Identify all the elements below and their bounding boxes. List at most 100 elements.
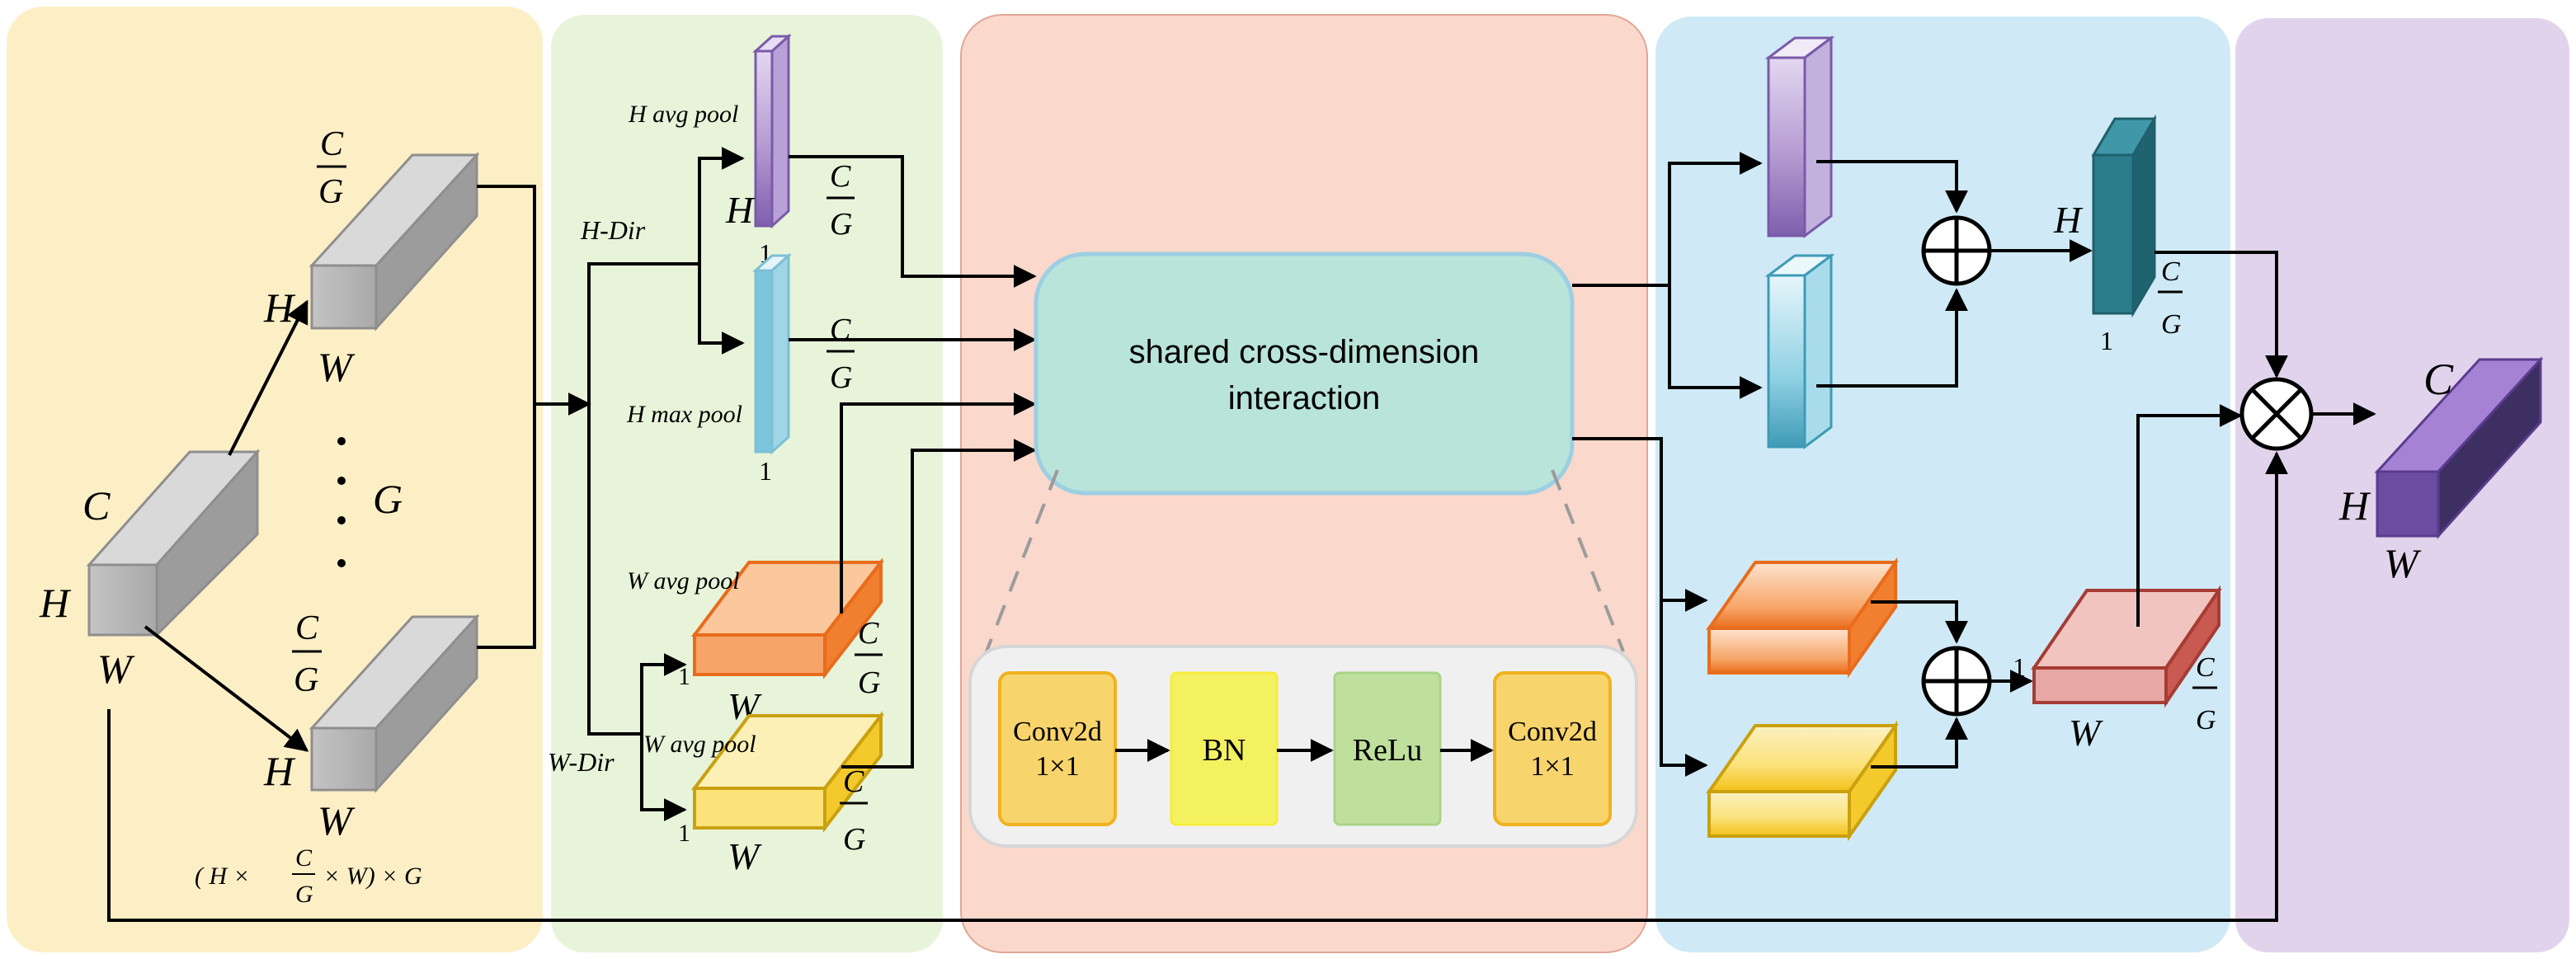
skip-connection xyxy=(107,451,2288,922)
h-avg-pool-g: G xyxy=(830,207,852,242)
groups-g-label: G xyxy=(373,476,403,522)
input-w-label: W xyxy=(97,646,135,692)
edge xyxy=(841,439,1037,769)
w-avg-pool-1-one: 1 xyxy=(678,663,690,690)
conv2d-block-1-line2: 1×1 xyxy=(1035,751,1079,782)
group-tensor-top xyxy=(308,152,480,331)
edge xyxy=(2155,251,2288,378)
edge xyxy=(1816,160,1968,214)
h-avg-pool-c: C xyxy=(830,159,851,194)
group-bottom-g: G xyxy=(294,661,318,699)
output-tensor xyxy=(2374,356,2544,539)
h-attention-tensor-2 xyxy=(1764,253,1835,449)
formula-num: C xyxy=(295,844,313,872)
formula-den: G xyxy=(295,881,313,908)
formula-suffix: × W) × G xyxy=(323,863,422,890)
edge xyxy=(587,404,629,736)
h-attention-tensor-1 xyxy=(1764,35,1835,238)
conv2d-block-1 xyxy=(998,671,1117,826)
multiply-op-b xyxy=(2251,388,2302,440)
conv2d-block-2-line1: Conv2d xyxy=(1508,717,1597,747)
group-bottom-c: C xyxy=(295,609,319,647)
h-dir-label: H-Dir xyxy=(580,215,646,245)
edge xyxy=(1572,437,1708,612)
w-avg-pool-2-c: C xyxy=(843,764,864,799)
conv2d-block-2 xyxy=(1493,671,1612,826)
edge xyxy=(2136,404,2243,627)
h-avg-pool-h: H xyxy=(725,189,756,231)
edge xyxy=(629,732,687,821)
formula-prefix: ( H × xyxy=(195,863,250,890)
h-avg-pool-tensor xyxy=(752,33,792,229)
w-avg-pool-2-one: 1 xyxy=(678,820,690,847)
output-h-label: H xyxy=(2338,482,2371,529)
panel-grouping xyxy=(7,7,543,952)
w-weight-c: C xyxy=(2196,652,2215,683)
edge xyxy=(1668,285,1763,399)
w-avg-pool-2-g: G xyxy=(843,822,865,857)
h-weight-one: 1 xyxy=(2100,326,2113,355)
shared-interaction-block xyxy=(1034,252,1575,496)
h-max-pool-one: 1 xyxy=(759,456,772,486)
group-bottom-w: W xyxy=(318,797,356,844)
output-w-label: W xyxy=(2384,540,2422,586)
w-avg-pool-tensor-2 xyxy=(691,711,885,833)
h-weight-g: G xyxy=(2161,309,2182,340)
w-avg-pool-tensor-1 xyxy=(691,557,885,679)
ellipsis-dot xyxy=(337,477,346,485)
w-avg-pool-2-w: W xyxy=(728,835,762,877)
h-max-pool-label: H max pool xyxy=(626,401,742,428)
w-weight-g: G xyxy=(2196,705,2216,736)
edge xyxy=(228,299,308,456)
group-top-c: C xyxy=(320,125,344,163)
interaction-title-line1: shared cross-dimension xyxy=(1129,334,1480,370)
interaction-detail-box xyxy=(968,645,1638,848)
edge xyxy=(477,404,536,649)
ellipsis-dot xyxy=(337,516,346,524)
group-top-h: H xyxy=(263,284,296,331)
edge xyxy=(477,185,536,404)
h-weight-c: C xyxy=(2161,256,2180,287)
group-bottom-h: H xyxy=(263,748,296,794)
bn-block-label: BN xyxy=(1203,733,1246,768)
w-avg-pool-1-label: W avg pool xyxy=(627,567,740,595)
edge xyxy=(789,155,1037,288)
w-weight-one: 1 xyxy=(2013,652,2026,682)
h-avg-pool-label: H avg pool xyxy=(628,101,738,128)
w-attention-tensor-1 xyxy=(1706,557,1899,679)
h-max-pool-g: G xyxy=(830,360,852,395)
input-tensor xyxy=(86,449,261,638)
ellipsis-dot xyxy=(337,559,346,567)
edge xyxy=(1660,600,1708,777)
edge xyxy=(1871,600,1968,644)
w-attention-tensor-2 xyxy=(1706,720,1899,842)
w-dir-label: W-Dir xyxy=(548,747,615,777)
conv2d-block-2-line2: 1×1 xyxy=(1530,751,1574,782)
zoom-line-left xyxy=(985,469,1059,652)
conv2d-block-1-line1: Conv2d xyxy=(1013,717,1102,747)
edge xyxy=(840,393,1037,613)
edge xyxy=(1816,288,1968,388)
input-h-label: H xyxy=(39,580,72,626)
h-max-pool-c: C xyxy=(830,313,851,347)
w-weight-w: W xyxy=(2069,712,2103,754)
h-weight-tensor xyxy=(2091,114,2157,318)
edge xyxy=(1871,717,1968,769)
edge xyxy=(698,264,745,355)
h-max-pool-tensor xyxy=(752,252,792,455)
group-top-w: W xyxy=(318,344,356,390)
interaction-title-line2: interaction xyxy=(1228,380,1381,416)
input-c-label: C xyxy=(82,482,111,529)
ellipsis-dot xyxy=(337,437,346,445)
output-c-label: C xyxy=(2423,355,2454,404)
group-top-g: G xyxy=(318,173,343,211)
edge xyxy=(698,147,745,264)
w-avg-pool-1-g: G xyxy=(858,665,880,700)
w-weight-tensor xyxy=(2031,585,2222,708)
h-weight-h: H xyxy=(2053,199,2084,241)
w-avg-pool-1-c: C xyxy=(858,616,879,651)
edge xyxy=(144,625,309,752)
w-avg-pool-2-label: W avg pool xyxy=(643,731,756,758)
group-tensor-bottom xyxy=(308,613,480,793)
